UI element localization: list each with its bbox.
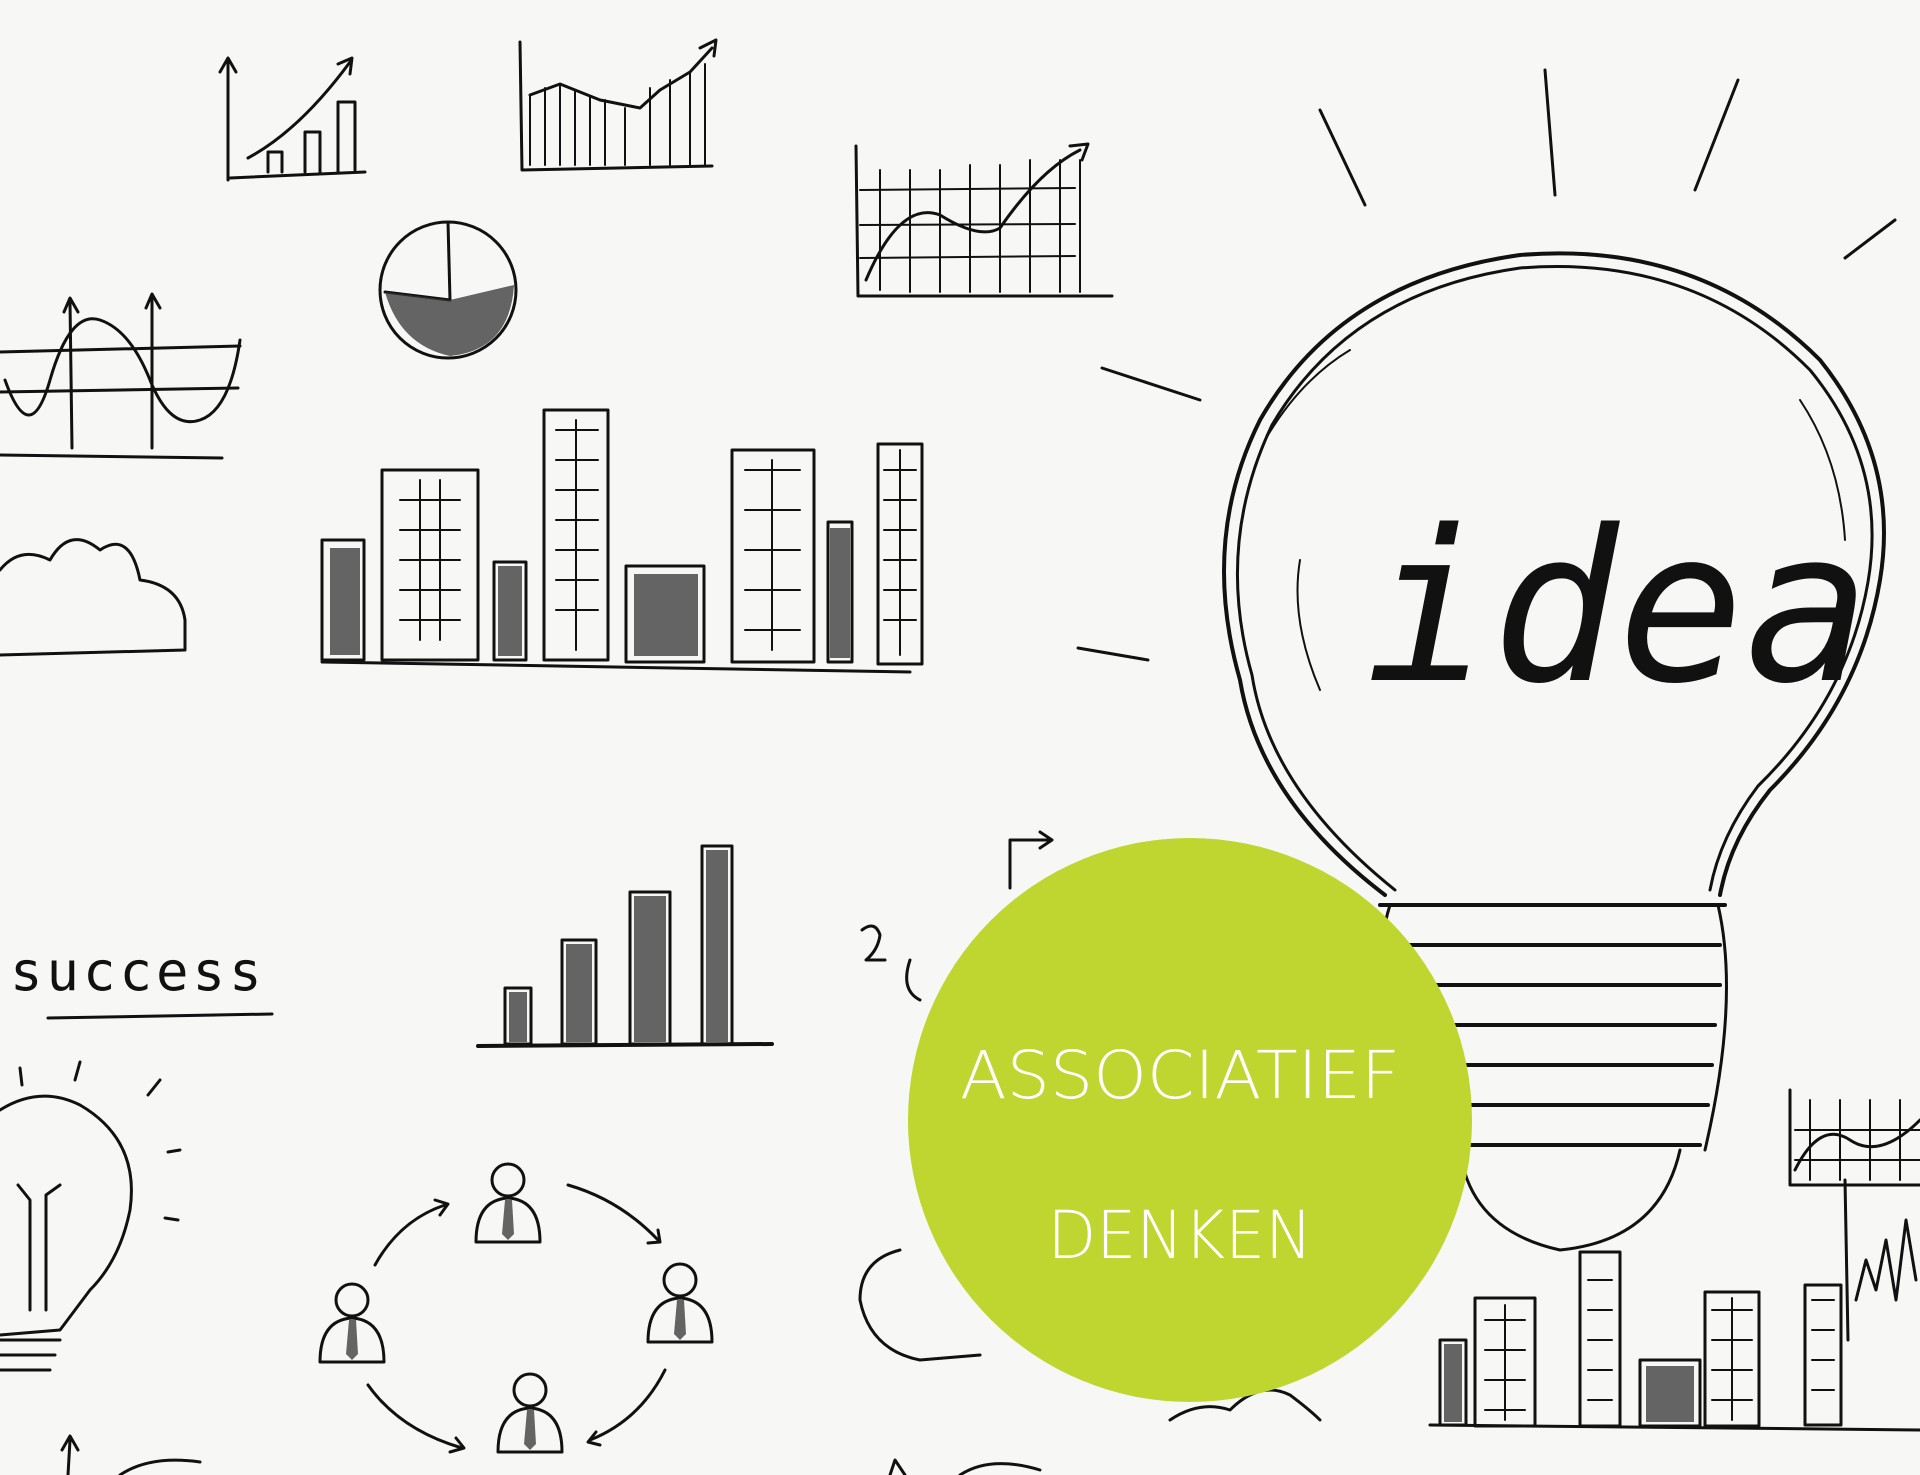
pie-chart-icon	[378, 220, 518, 360]
cloud-icon	[0, 538, 187, 657]
bar-trend-chart-icon	[518, 38, 718, 172]
success-text: success	[10, 940, 274, 1020]
big-lightbulb-icon: idea	[1076, 68, 1897, 1252]
right-grid-chart-icon	[1788, 1088, 1920, 1342]
small-lightbulb-icon	[0, 1060, 182, 1372]
person-top-icon	[474, 1162, 542, 1244]
idea-label: idea	[1365, 485, 1871, 730]
success-label: success	[10, 940, 266, 1003]
badge-circle	[908, 838, 1472, 1402]
mini-bar-chart-icon	[218, 56, 367, 182]
grid-line-chart-icon	[854, 142, 1114, 298]
bottom-skyline-icon	[1428, 1250, 1920, 1432]
badge-line-2: DENKEN	[1048, 1197, 1313, 1274]
bottom-left-partial-icon	[60, 1434, 202, 1475]
person-right-icon	[646, 1262, 714, 1344]
person-bottom-icon	[496, 1372, 564, 1454]
people-network-icon	[318, 1162, 714, 1454]
ascending-bar-chart-icon	[476, 844, 774, 1048]
badge-line-1: ASSOCIATIEF	[960, 1037, 1400, 1114]
person-left-icon	[318, 1282, 386, 1364]
city-skyline-icon	[320, 408, 924, 674]
title-badge: ASSOCIATIEF DENKEN	[908, 838, 1472, 1402]
sine-wave-chart-icon	[0, 292, 242, 460]
